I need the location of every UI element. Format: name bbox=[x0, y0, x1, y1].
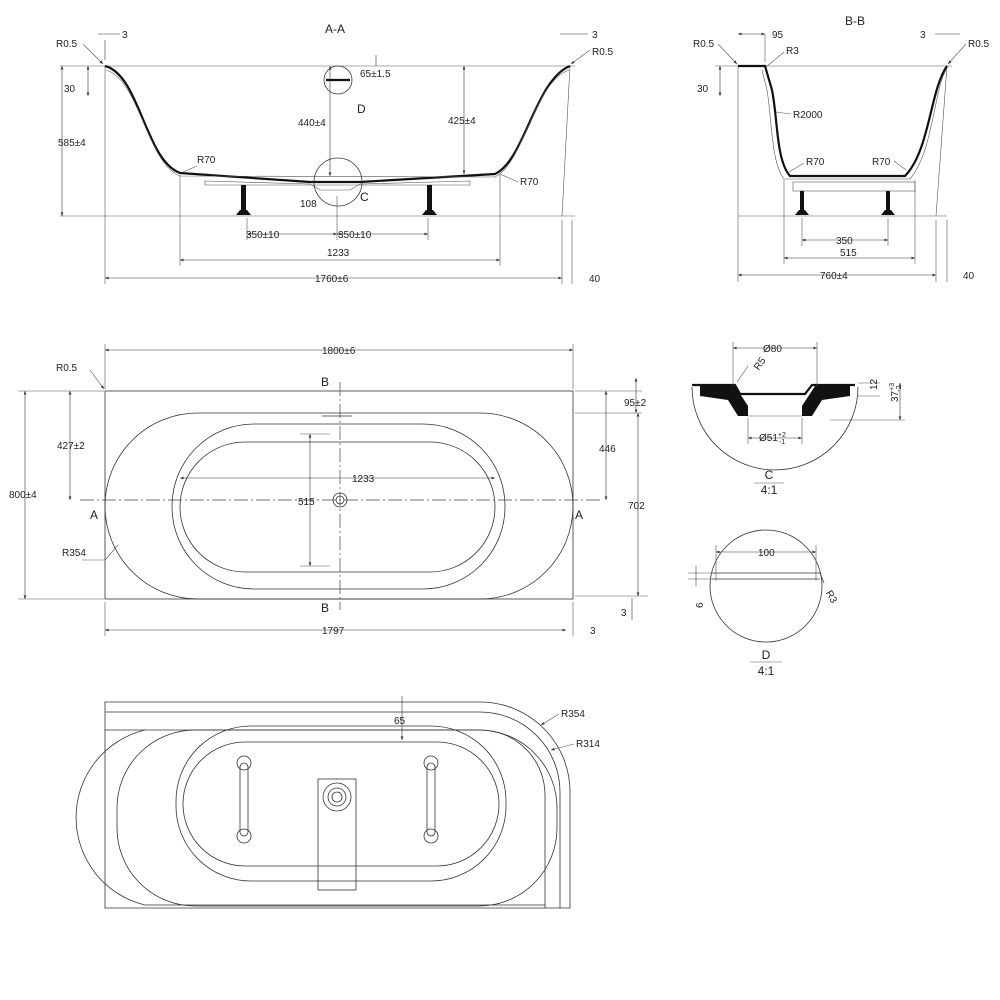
aa-left-foot bbox=[241, 185, 246, 215]
detail-d-label: D bbox=[762, 648, 771, 662]
plan-drain bbox=[332, 492, 348, 508]
bb-r70-right: R70 bbox=[872, 157, 891, 168]
plan-dim-1800: 1800±6 bbox=[322, 346, 356, 357]
detail-d-circle bbox=[709, 529, 823, 643]
aa-dim-1760: 1760±6 bbox=[315, 274, 349, 285]
detail-d-dim-100: 100 bbox=[758, 548, 775, 559]
bb-tub-profile bbox=[738, 64, 948, 178]
headrest-left bbox=[236, 755, 252, 844]
headrest-right bbox=[423, 755, 439, 844]
plan-dim-427: 427±2 bbox=[57, 441, 85, 452]
bb-dim-760: 760±4 bbox=[820, 271, 848, 282]
plan-dim-446: 446 bbox=[599, 444, 616, 455]
bb-r70-left: R70 bbox=[806, 157, 825, 168]
aa-dim-425: 425±4 bbox=[448, 116, 476, 127]
aa-dim-30: 30 bbox=[64, 84, 76, 95]
detail-c-drain-left bbox=[700, 386, 748, 416]
aa-dim-350-left: 350±10 bbox=[246, 230, 280, 241]
detail-c-r5: R5 bbox=[752, 355, 769, 372]
plan-r05: R0.5 bbox=[56, 363, 78, 374]
plan-dim-1797: 1797 bbox=[322, 626, 345, 637]
bb-r05-left: R0.5 bbox=[693, 39, 715, 50]
aa-dim-65: 65±1.5 bbox=[360, 69, 391, 80]
plan-basin-inner bbox=[179, 441, 496, 573]
overflow-view-basin-outer bbox=[175, 725, 507, 882]
detail-c-drain-right bbox=[802, 386, 850, 416]
aa-r05-right: R0.5 bbox=[592, 47, 614, 58]
detail-d-r3: R3 bbox=[823, 589, 839, 606]
bb-dim-30: 30 bbox=[697, 84, 709, 95]
overflow-view-r354: R354 bbox=[561, 709, 585, 720]
plan-dim-3-bottom: 3 bbox=[590, 626, 596, 637]
section-bb-view: B-B R0.5 95 R3 30 3 R0.5 R2000 R70 R70 3 bbox=[693, 14, 990, 282]
plan-dim-800: 800±4 bbox=[9, 490, 37, 501]
aa-r70-right: R70 bbox=[520, 177, 539, 188]
aa-overflow-detail-circle bbox=[323, 65, 353, 95]
aa-dim-350-right: 350±10 bbox=[338, 230, 372, 241]
detail-d-scale: 4:1 bbox=[758, 664, 775, 678]
bb-r05-right: R0.5 bbox=[968, 39, 990, 50]
bb-dim-350: 350 bbox=[836, 236, 853, 247]
plan-mark-a-right: A bbox=[575, 508, 583, 522]
section-aa-title: A-A bbox=[325, 22, 345, 36]
plan-r354: R354 bbox=[62, 548, 86, 559]
aa-dim-3-left: 3 bbox=[122, 30, 128, 41]
bb-dim-3-right: 3 bbox=[920, 30, 926, 41]
detail-c-dim-12: 12 bbox=[869, 378, 880, 390]
detail-c-dim-51: Ø51+2-1 bbox=[759, 432, 786, 446]
bb-right-outer-wall bbox=[935, 65, 948, 217]
aa-dim-1233: 1233 bbox=[327, 248, 350, 259]
plan-dim-515: 515 bbox=[298, 497, 315, 508]
plan-mark-a-left: A bbox=[90, 508, 98, 522]
bb-frame bbox=[792, 181, 916, 192]
bb-dim-95: 95 bbox=[772, 30, 784, 41]
aa-r70-left: R70 bbox=[197, 155, 216, 166]
detail-c-outline bbox=[691, 386, 859, 471]
detail-d-view: 100 6 R3 D 4:1 bbox=[688, 529, 839, 678]
bb-r2000: R2000 bbox=[793, 110, 823, 121]
aa-r05-left: R0.5 bbox=[56, 39, 78, 50]
aa-right-foot bbox=[427, 185, 432, 215]
detail-c-scale: 4:1 bbox=[761, 483, 778, 497]
bb-dim-515: 515 bbox=[840, 248, 857, 259]
detail-d-dim-6: 6 bbox=[695, 602, 706, 608]
aa-dim-108: 108 bbox=[300, 199, 317, 210]
detail-c-view: Ø80 R5 12 37+3-2 Ø51+2-1 C 4:1 bbox=[691, 342, 905, 497]
plan-mark-b-bottom: B bbox=[321, 601, 329, 615]
aa-dim-3-right: 3 bbox=[592, 30, 598, 41]
detail-c-dim-80: Ø80 bbox=[763, 344, 782, 355]
section-bb-title: B-B bbox=[845, 14, 865, 28]
bb-dim-40: 40 bbox=[963, 271, 975, 282]
plan-dim-702: 702 bbox=[628, 501, 645, 512]
section-aa-view: A-A R0.5 3 30 585±4 65±1.5 D 440±4 425±4… bbox=[56, 22, 614, 285]
aa-tub-profile bbox=[104, 64, 571, 184]
aa-drain-detail-circle bbox=[313, 157, 363, 207]
plan-dim-1233: 1233 bbox=[352, 474, 375, 485]
plan-basin-outer bbox=[171, 423, 506, 590]
overflow-top-view: 65 R354 R314 bbox=[75, 696, 600, 909]
aa-detail-c-label: C bbox=[360, 190, 369, 204]
bb-r3: R3 bbox=[786, 46, 799, 57]
overflow-view-r314: R314 bbox=[576, 739, 600, 750]
plan-outer-rect bbox=[104, 390, 574, 600]
aa-right-outer-wall bbox=[561, 65, 571, 217]
plan-dim-3-right: 3 bbox=[621, 608, 627, 619]
aa-dim-40: 40 bbox=[589, 274, 601, 285]
overflow-view-dim-65: 65 bbox=[394, 716, 406, 727]
aa-detail-d-label: D bbox=[357, 102, 366, 116]
plan-mark-b-top: B bbox=[321, 375, 329, 389]
detail-c-label: C bbox=[765, 468, 774, 482]
plan-dim-95: 95±2 bbox=[624, 398, 647, 409]
overflow-fitting bbox=[322, 782, 352, 812]
aa-dim-440: 440±4 bbox=[298, 118, 326, 129]
overflow-channel bbox=[317, 778, 357, 891]
plan-tub-rim bbox=[104, 412, 574, 600]
overflow-view-outline bbox=[104, 701, 571, 909]
aa-dim-585: 585±4 bbox=[58, 138, 86, 149]
overflow-view-basin-inner bbox=[182, 741, 500, 867]
detail-c-dim-37: 37+3-2 bbox=[889, 383, 903, 402]
plan-view: R0.5 1800±6 B B 95±2 427±2 446 800±4 A A… bbox=[9, 344, 648, 637]
